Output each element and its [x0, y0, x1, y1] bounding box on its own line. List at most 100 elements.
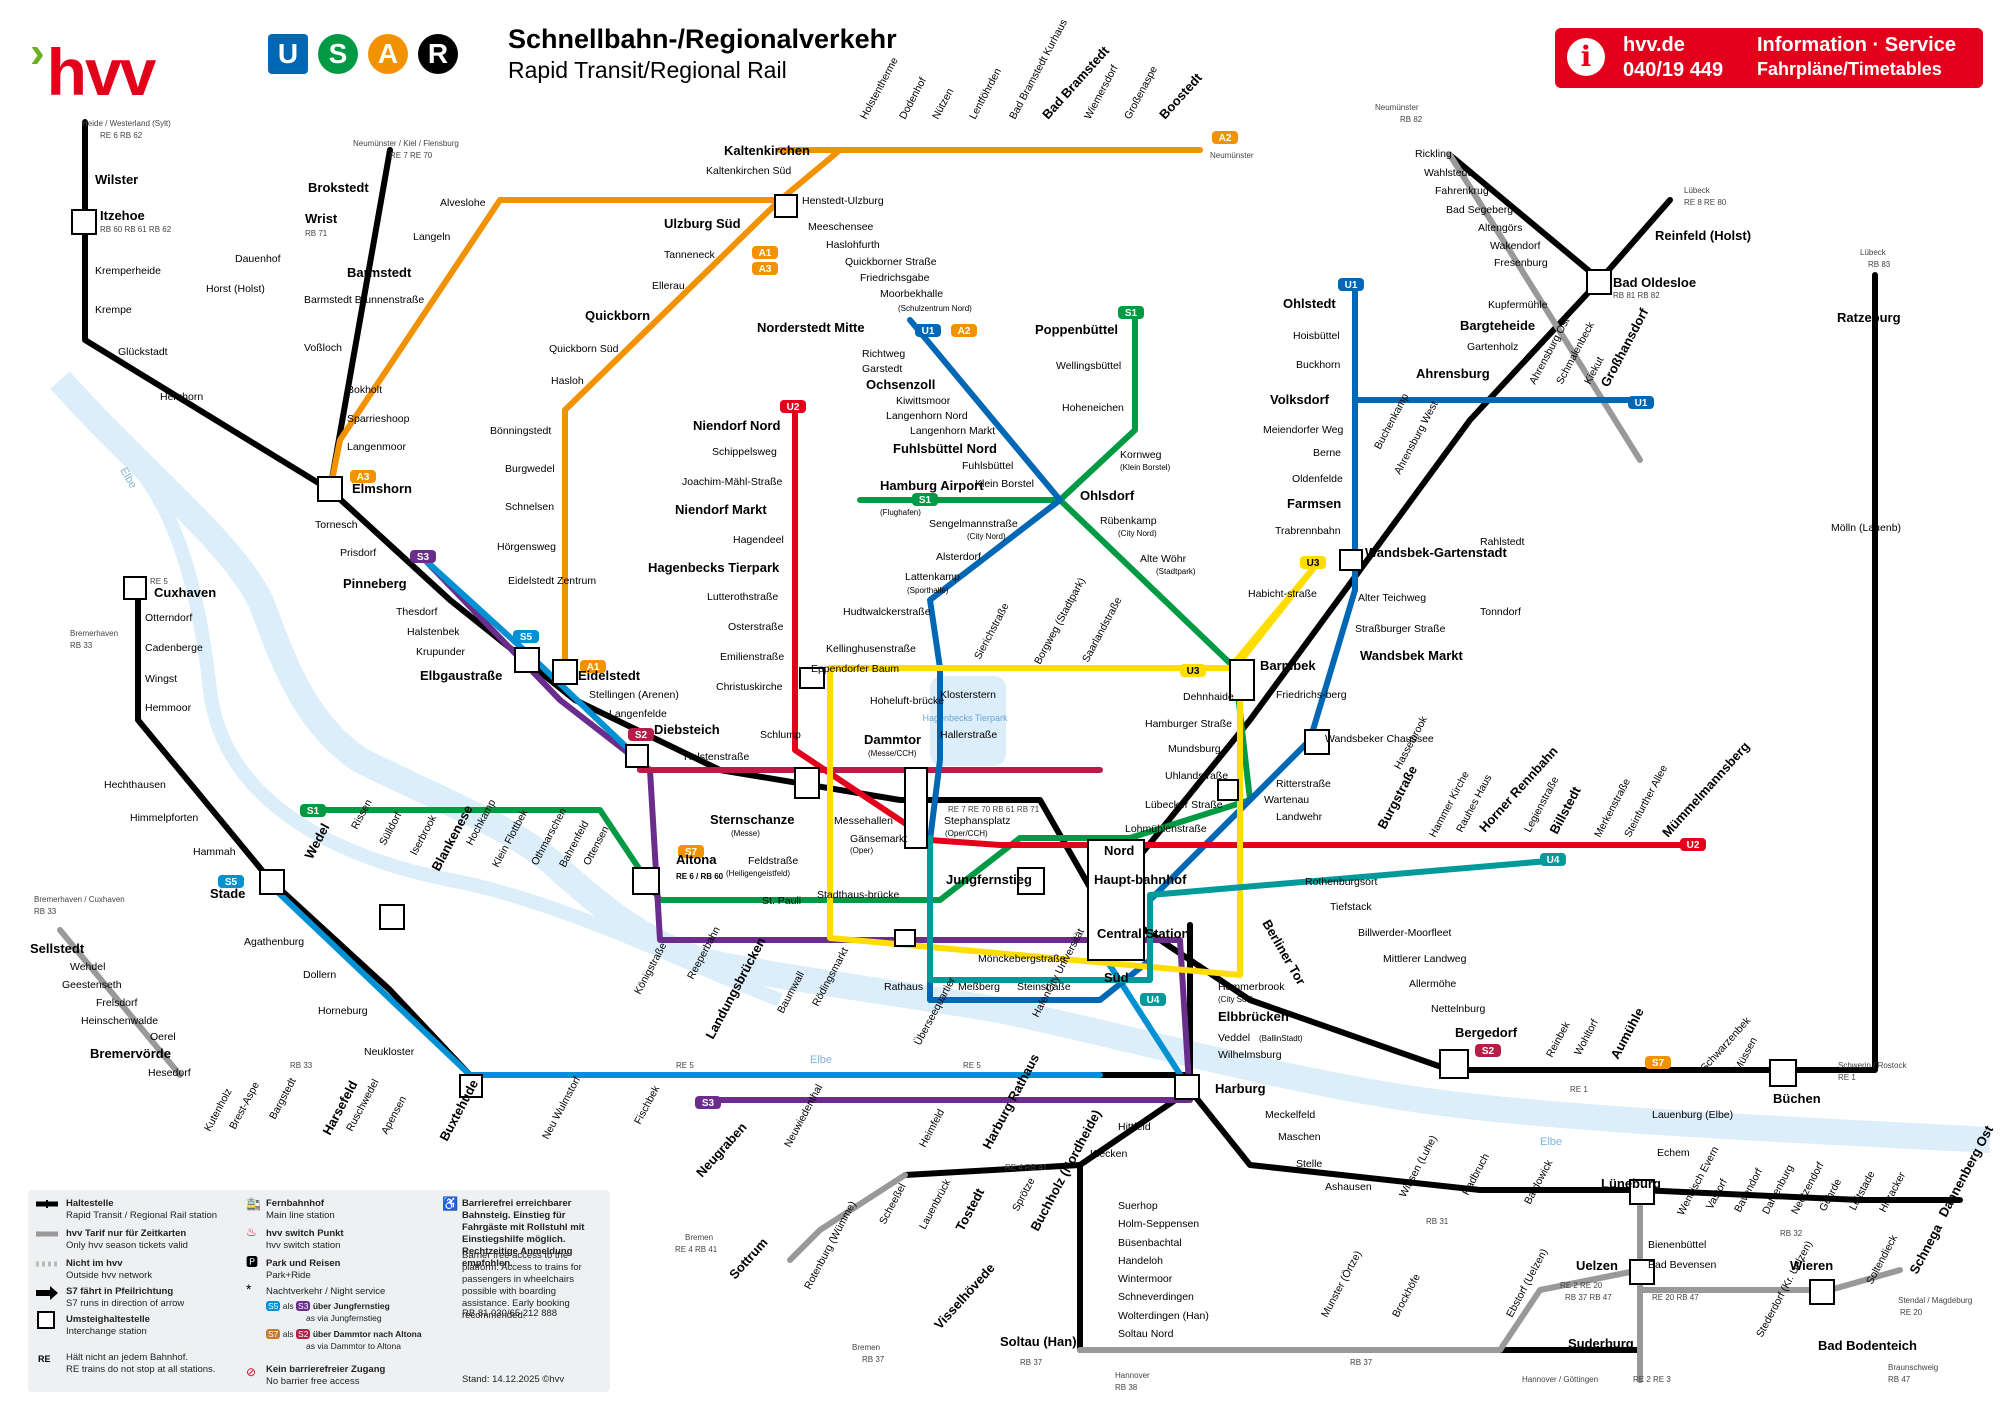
station-label-wakendorf[interactable]: Wakendorf: [1490, 240, 1540, 252]
interchange-station[interactable]: [632, 867, 660, 895]
station-label-bad_bodenteich[interactable]: Bad Bodenteich: [1818, 1338, 1917, 1353]
station-label-gaensemarkt[interactable]: Gänsemarkt: [850, 833, 907, 845]
station-label-hasloh[interactable]: Hasloh: [551, 375, 584, 387]
station-label-horst[interactable]: Horst (Holst): [206, 283, 265, 295]
station-label-sternschanze[interactable]: Sternschanze: [710, 812, 795, 827]
station-label-schlump[interactable]: Schlump: [760, 729, 801, 741]
station-label-ohlstedt[interactable]: Ohlstedt: [1283, 296, 1336, 311]
station-label-buckhorn[interactable]: Buckhorn: [1296, 359, 1341, 371]
station-label-heimfeld[interactable]: Heimfeld: [917, 1107, 947, 1149]
station-label-elbbruecken[interactable]: Elbbrücken: [1218, 1009, 1289, 1024]
station-label-hallerstrasse[interactable]: Hallerstraße: [940, 729, 997, 741]
station-label-uelzen[interactable]: Uelzen: [1576, 1258, 1618, 1273]
station-label-suderburg[interactable]: Suderburg: [1568, 1336, 1634, 1351]
station-label-volksdorf[interactable]: Volksdorf: [1270, 392, 1330, 407]
station-label-fischbek[interactable]: Fischbek: [632, 1083, 663, 1126]
station-label-quickborn_s[interactable]: Quickborn Süd: [549, 343, 619, 355]
station-label-hammerbrook[interactable]: Hammerbrook: [1218, 981, 1285, 993]
station-label-ruebenkamp[interactable]: Rübenkamp: [1100, 515, 1157, 527]
station-label-bergedorf[interactable]: Bergedorf: [1455, 1025, 1518, 1040]
station-label-visselhoevede[interactable]: Visselhövede: [931, 1260, 998, 1332]
station-label-hoheneichen[interactable]: Hoheneichen: [1062, 402, 1124, 414]
station-label-wahlstedt[interactable]: Wahlstedt: [1424, 167, 1470, 179]
station-label-gartenholz[interactable]: Gartenholz: [1467, 341, 1518, 353]
station-label-bad_segeberg[interactable]: Bad Segeberg: [1446, 204, 1513, 216]
station-label-moelln[interactable]: Mölln (Lauenb): [1831, 522, 1901, 534]
interchange-station[interactable]: [799, 667, 825, 689]
station-label-billwerder[interactable]: Billwerder-Moorfleet: [1358, 927, 1451, 939]
station-label-berne[interactable]: Berne: [1313, 447, 1341, 459]
station-label-habicht[interactable]: Habicht-straße: [1248, 588, 1317, 600]
station-label-bienenbuettel[interactable]: Bienenbüttel: [1648, 1239, 1706, 1251]
station-label-schneverdingen[interactable]: Schneverdingen: [1118, 1291, 1194, 1303]
station-label-boostedt[interactable]: Boostedt: [1156, 70, 1205, 122]
station-label-brest_aspe[interactable]: Brest-Aspe: [227, 1080, 262, 1132]
station-label-alveslohe[interactable]: Alveslohe: [440, 197, 486, 209]
interchange-station[interactable]: [625, 744, 649, 768]
station-label-kremperheide[interactable]: Kremperheide: [95, 265, 161, 277]
interchange-station[interactable]: [514, 647, 540, 673]
station-label-vossloch[interactable]: Voßloch: [304, 342, 342, 354]
interchange-station[interactable]: [774, 194, 798, 218]
station-label-grossenaspe[interactable]: Großenaspe: [1122, 64, 1160, 121]
station-label-langenmoor[interactable]: Langenmoor: [347, 441, 406, 453]
station-label-saarland[interactable]: Saarlandstraße: [1080, 595, 1124, 664]
station-label-garstedt[interactable]: Garstedt: [862, 363, 902, 375]
station-label-messberg[interactable]: Meßberg: [958, 981, 1000, 993]
station-label-hitzacker[interactable]: Hitzacker: [1877, 1170, 1908, 1215]
station-label-barmstedt[interactable]: Barmstedt: [347, 265, 412, 280]
station-label-poppenbuettel[interactable]: Poppenbüttel: [1035, 322, 1118, 337]
station-label-cadenberge[interactable]: Cadenberge: [145, 642, 203, 654]
station-label-dodenhof[interactable]: Dodenhof: [897, 75, 929, 121]
station-label-lauenburg[interactable]: Lauenburg (Elbe): [1652, 1109, 1733, 1121]
station-label-ritterstrasse[interactable]: Ritterstraße: [1276, 778, 1331, 790]
interchange-station[interactable]: [552, 659, 578, 685]
station-label-burgstrasse[interactable]: Burgstraße: [1374, 763, 1420, 831]
station-label-krupunder[interactable]: Krupunder: [416, 646, 466, 658]
station-label-stierstrasse[interactable]: Sierichstraße: [972, 601, 1012, 661]
station-label-hoergensweg[interactable]: Hörgensweg: [497, 541, 556, 553]
station-label-niendorf_n[interactable]: Niendorf Nord: [693, 418, 780, 433]
station-label-meckelfeld[interactable]: Meckelfeld: [1265, 1109, 1315, 1121]
station-label-tonndorf[interactable]: Tonndorf: [1480, 606, 1521, 618]
station-label-ellerau[interactable]: Ellerau: [652, 280, 685, 292]
station-label-reinfeld[interactable]: Reinfeld (Holst): [1655, 228, 1751, 243]
station-label-borgweg[interactable]: Borgweg (Stadtpark): [1032, 576, 1088, 667]
info-url[interactable]: hvv.de: [1623, 34, 1685, 56]
station-label-kellinghusen[interactable]: Kellinghusenstraße: [826, 643, 916, 655]
station-label-hudtwalcker[interactable]: Hudtwalckerstraße: [843, 606, 931, 618]
station-label-ashausen[interactable]: Ashausen: [1325, 1181, 1372, 1193]
station-label-harburg[interactable]: Harburg: [1215, 1081, 1266, 1096]
station-label-niendorf_m[interactable]: Niendorf Markt: [675, 502, 767, 517]
station-label-langeln[interactable]: Langeln: [413, 231, 451, 243]
station-label-bokholt[interactable]: Bokholt: [347, 384, 382, 396]
station-label-hoisbuettel[interactable]: Hoisbüttel: [1293, 330, 1340, 342]
station-label-mittlerer[interactable]: Mittlerer Landweg: [1383, 953, 1467, 965]
station-label-hagenbeck[interactable]: Hagenbecks Tierpark: [648, 560, 780, 575]
station-label-kaltenkirchen_s[interactable]: Kaltenkirchen Süd: [706, 165, 791, 177]
station-label-wohltorf[interactable]: Wohltorf: [1572, 1017, 1601, 1057]
interchange-station[interactable]: [1629, 1179, 1655, 1205]
station-label-burgwedel[interactable]: Burgwedel: [505, 463, 555, 475]
interchange-station[interactable]: [1769, 1059, 1797, 1087]
station-label-iserbrook[interactable]: Iserbrook: [408, 812, 439, 857]
interchange-station[interactable]: [1174, 1074, 1200, 1100]
station-label-horneburg[interactable]: Horneburg: [318, 1005, 368, 1017]
station-label-osterstrasse[interactable]: Osterstraße: [728, 621, 784, 633]
station-label-geestenseth[interactable]: Geestenseth: [62, 979, 122, 991]
station-label-kornweg[interactable]: Kornweg: [1120, 449, 1162, 461]
interchange-station[interactable]: [794, 767, 820, 799]
station-label-hammah[interactable]: Hammah: [193, 846, 236, 858]
station-label-munster[interactable]: Munster (Örtze): [1319, 1249, 1364, 1320]
station-label-norderstedt_m[interactable]: Norderstedt Mitte: [757, 320, 865, 335]
station-label-soltendieck[interactable]: Soltendieck: [1864, 1232, 1900, 1286]
interchange-station[interactable]: [459, 1074, 483, 1098]
station-label-lutteroth[interactable]: Lutterothstraße: [707, 591, 778, 603]
station-label-suelldorf[interactable]: Sülldorf: [377, 810, 404, 847]
station-label-tanneneck[interactable]: Tanneneck: [664, 249, 716, 261]
station-label-holm[interactable]: Holm-Seppensen: [1118, 1218, 1199, 1230]
station-label-wintermoor[interactable]: Wintermoor: [1118, 1273, 1173, 1285]
station-label-meiendorfer[interactable]: Meiendorfer Weg: [1263, 424, 1344, 436]
station-label-maschen[interactable]: Maschen: [1278, 1131, 1321, 1143]
interchange-station[interactable]: [904, 767, 928, 849]
